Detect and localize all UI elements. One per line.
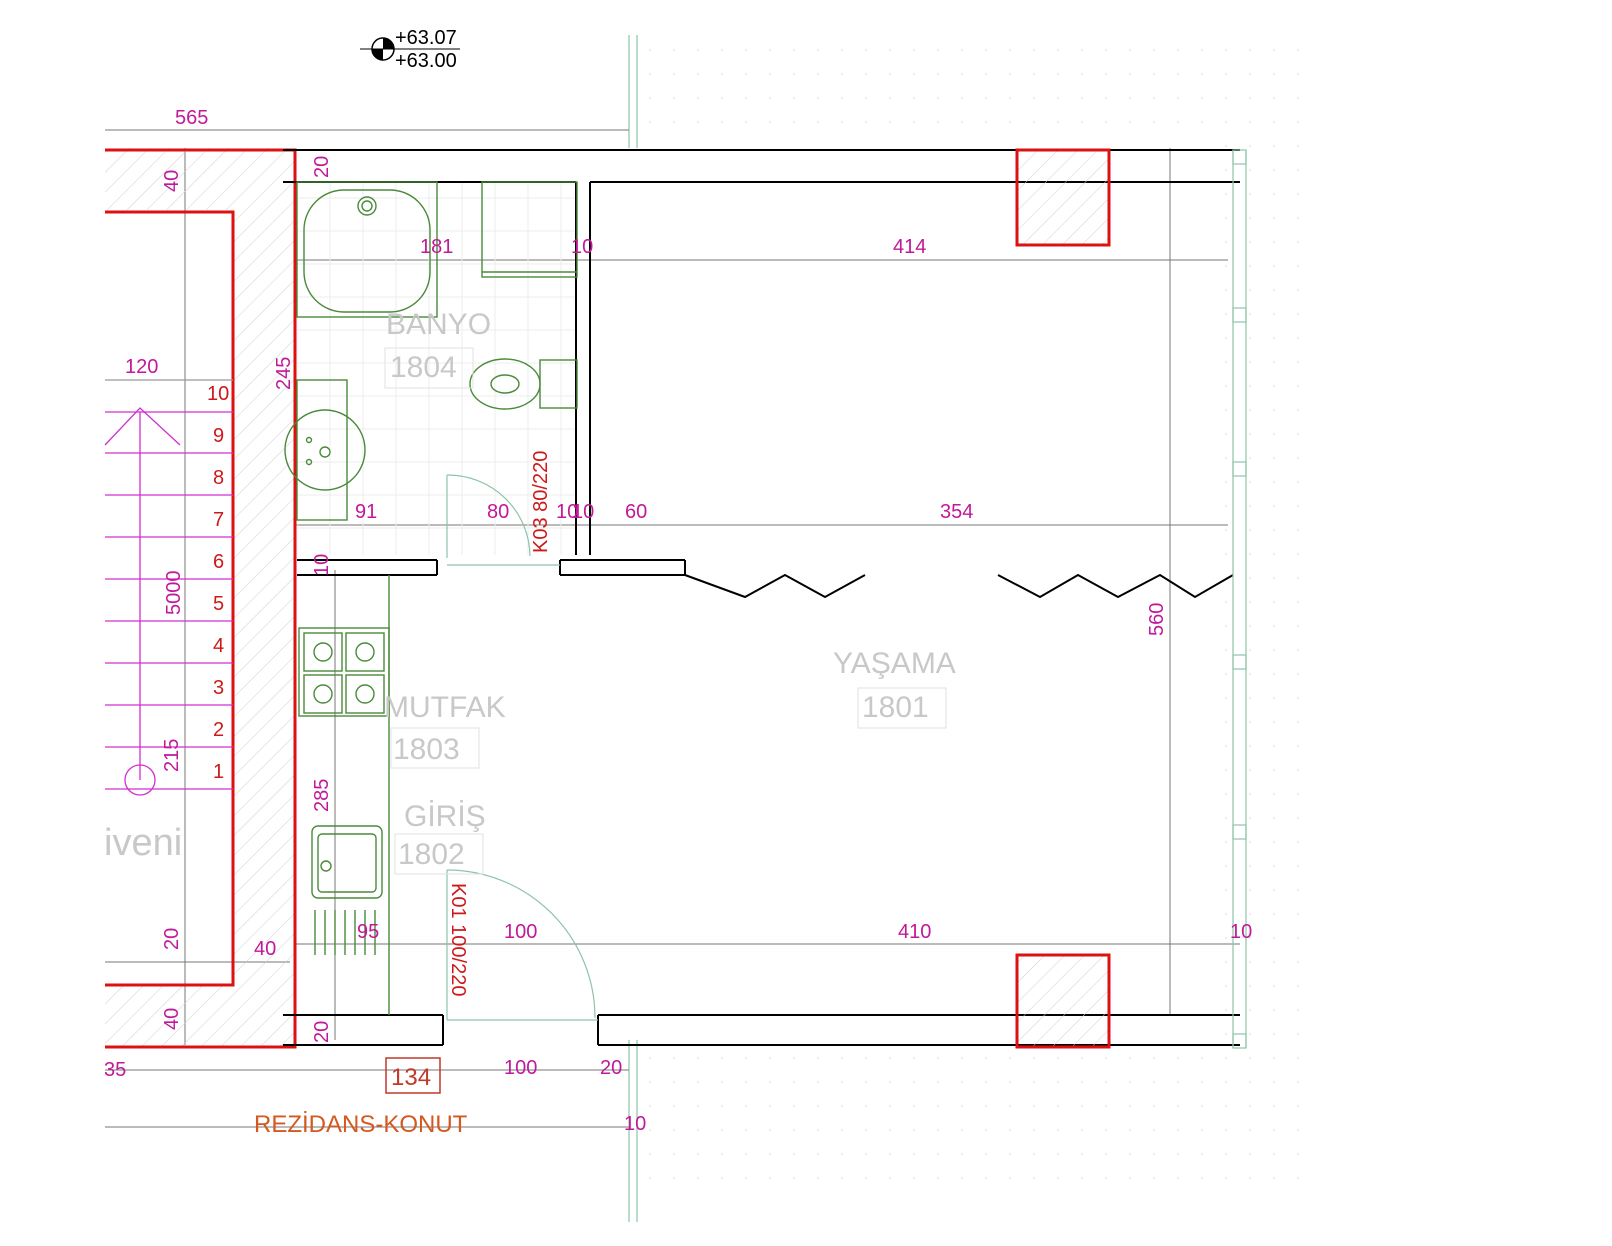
dimension-text: 80	[487, 501, 509, 523]
dimension-text: 100	[504, 921, 537, 943]
step-number: 7	[213, 509, 224, 531]
dimension-text: 40	[254, 938, 276, 960]
stair-step-numbers: 10 9 8 7 6 5 4 3 2 1	[207, 383, 229, 783]
room-number-box	[384, 347, 474, 389]
dimension-text: 35	[104, 1059, 126, 1081]
elevation-bottom: +63.00	[395, 50, 457, 72]
dimension-text: 91	[355, 501, 377, 523]
room-name-banyo: BANYO	[386, 308, 491, 341]
step-number: 4	[213, 635, 224, 657]
elevation-marker	[360, 37, 460, 61]
staircase	[104, 379, 233, 796]
dimension-text: 414	[893, 236, 926, 258]
terrace-dots-bottom	[640, 1045, 1300, 1195]
dimension-text: 285	[311, 779, 333, 812]
elevation-top: +63.07	[395, 27, 457, 49]
step-number: 3	[213, 677, 224, 699]
dimension-text: 10	[1230, 921, 1252, 943]
room-number-mutfak: 1803	[393, 733, 460, 766]
room-number-box	[394, 833, 484, 875]
bathroom-fixtures	[284, 181, 578, 521]
dimension-text: 20	[161, 928, 183, 950]
dimension-text: 20	[311, 156, 333, 178]
room-number-box	[390, 727, 480, 769]
room-name-yasama: YAŞAMA	[833, 647, 956, 680]
step-number: 5	[213, 593, 224, 615]
facade-window	[1232, 149, 1247, 1049]
dimension-text: 10	[571, 236, 593, 258]
dimension-text: 560	[1146, 603, 1168, 636]
dimension-text: 40	[161, 1008, 183, 1030]
dimension-text: 10	[311, 554, 333, 576]
dimension-text: 100	[504, 1057, 537, 1079]
room-name-giris: GİRİŞ	[404, 800, 486, 833]
dimension-text: 5000	[163, 571, 185, 616]
step-number: 1	[213, 761, 224, 783]
room-number-giris: 1802	[398, 838, 465, 871]
step-number: 6	[213, 551, 224, 573]
room-name-mutfak: MUTFAK	[384, 691, 506, 724]
terrace-dots	[640, 40, 1300, 140]
door-tag-entry: K01 100/220	[447, 883, 469, 996]
dimension-text: 181	[420, 236, 453, 258]
room-number-banyo: 1804	[390, 351, 457, 384]
dimension-text: 20	[311, 1021, 333, 1043]
step-number: 9	[213, 425, 224, 447]
door-tag-bath: K03 80/220	[530, 451, 552, 553]
dimension-text: 10	[624, 1113, 646, 1135]
room-number-box	[857, 687, 947, 729]
column-bottom	[1015, 953, 1111, 1049]
dimension-text: 215	[161, 739, 183, 772]
column-top	[1015, 148, 1111, 247]
stair-wall	[105, 148, 297, 1049]
dimension-text: 245	[273, 357, 295, 390]
kitchen-counter	[298, 575, 390, 1015]
entry-door	[446, 869, 598, 1021]
dimension-text: 95	[357, 921, 379, 943]
dimension-text: 40	[161, 170, 183, 192]
step-number: 8	[213, 467, 224, 489]
room-number-yasama: 1801	[862, 691, 929, 724]
bath-door	[446, 474, 560, 566]
highlight-box	[385, 1057, 441, 1094]
step-number: 2	[213, 719, 224, 741]
stair-label: iveni	[104, 822, 182, 864]
dimension-text: 565	[175, 107, 208, 129]
boundary-line-top	[628, 35, 638, 1222]
unit-label: REZİDANS-KONUT	[254, 1111, 468, 1138]
dimension-text: 60	[625, 501, 647, 523]
dimension-text: 120	[125, 356, 158, 378]
highlight-number: 134	[391, 1064, 431, 1091]
terrace-dots-right	[1215, 140, 1310, 1040]
dimension-text: 410	[898, 921, 931, 943]
dimension-text: 10	[556, 501, 578, 523]
dimension-text: 20	[600, 1057, 622, 1079]
dimension-text: 10	[572, 501, 594, 523]
step-number: 10	[207, 383, 229, 405]
dimension-text: 354	[940, 501, 973, 523]
